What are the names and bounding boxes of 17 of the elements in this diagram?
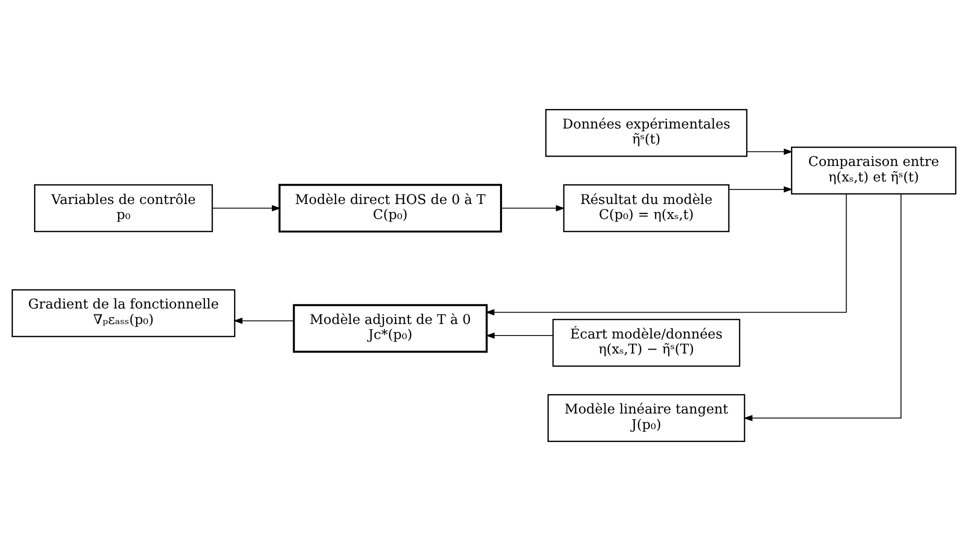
arrow (485, 194, 847, 316)
arrow (486, 332, 554, 339)
node-box: Gradient de la fonctionnelle ∇ₚεₐₛₛ(p₀) (12, 289, 236, 338)
node-box: Variables de contrôle p₀ (34, 184, 213, 232)
node-box: Comparaison entre η(xₛ,t) et η̃ˢ(t) (790, 146, 956, 195)
node-box: Modèle adjoint de T à 0 Jc*(p₀) (292, 304, 488, 353)
arrow (746, 148, 793, 155)
arrow (743, 194, 902, 422)
arrow (233, 318, 294, 324)
node-box: Résultat du modèle C(p₀) = η(xₛ,t) (563, 184, 730, 232)
node-box: Écart modèle/données η(xₛ,T) − η̃ˢ(T) (552, 318, 740, 367)
arrow (500, 205, 565, 212)
arrow (212, 205, 281, 212)
node-box: Données expérimentales η̃ˢ(t) (545, 108, 748, 157)
arrow (728, 186, 793, 193)
node-box: Modèle linéaire tangent J(p₀) (548, 394, 746, 442)
node-box: Modèle direct HOS de 0 à T C(p₀) (278, 184, 502, 233)
